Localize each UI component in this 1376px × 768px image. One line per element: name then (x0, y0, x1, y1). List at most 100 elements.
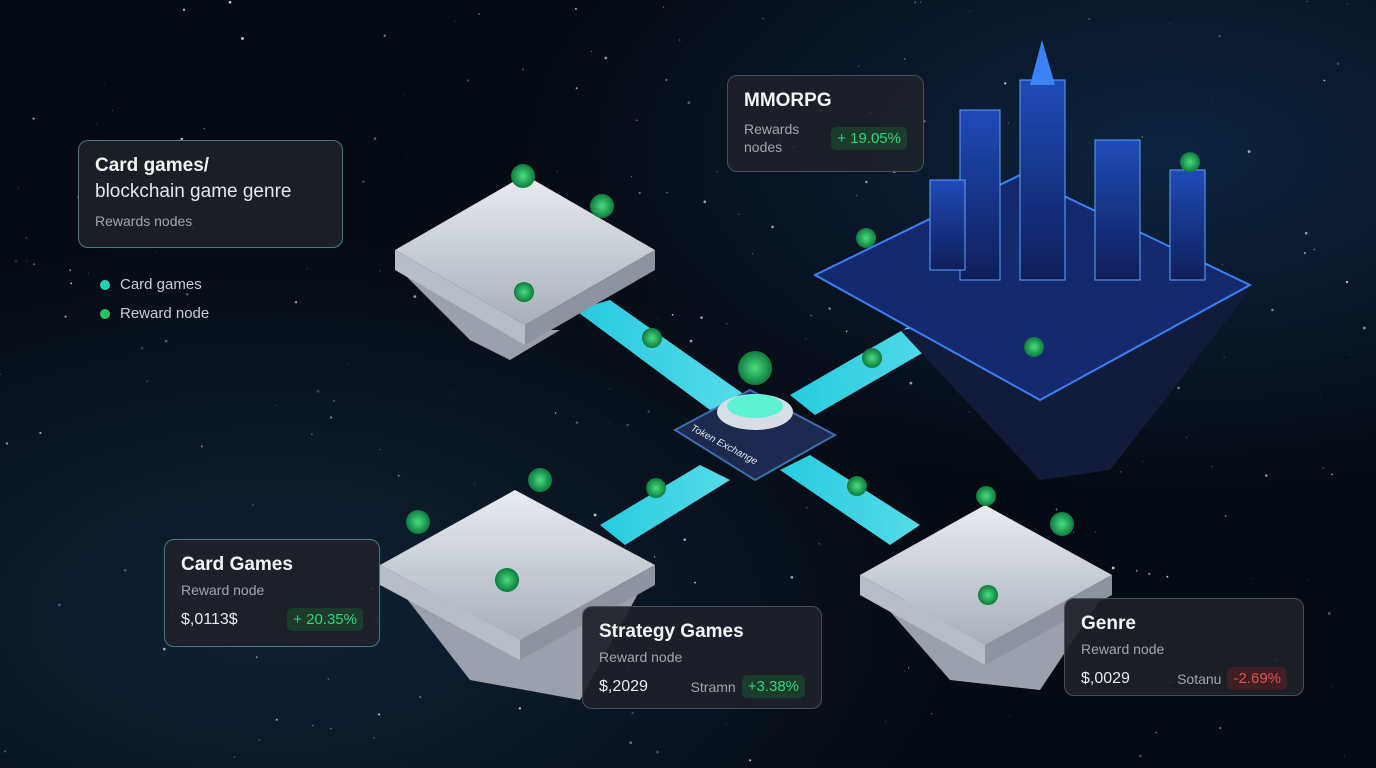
star (554, 412, 557, 414)
mmorpg-change-badge: + 19.05% (831, 126, 907, 150)
star (203, 127, 205, 130)
star (689, 339, 693, 343)
star (968, 411, 970, 413)
star (362, 180, 365, 183)
star (1340, 136, 1342, 137)
legend-label: Card games (120, 276, 202, 293)
star (1343, 754, 1346, 757)
star (466, 79, 469, 82)
star (180, 137, 184, 141)
star (57, 603, 61, 607)
star (1007, 122, 1009, 124)
star (884, 720, 886, 722)
star (310, 433, 313, 436)
card-games-subtitle: Reward node (181, 582, 265, 598)
star (518, 707, 522, 710)
card-games-change-badge: + 20.35% (287, 608, 363, 631)
star (5, 442, 9, 445)
star (1349, 354, 1351, 356)
legend: Card games Reward node (100, 276, 209, 334)
reward-node-icon (976, 486, 996, 506)
genre-tag: Sotanu (1177, 670, 1222, 687)
star (140, 347, 144, 350)
star (18, 187, 19, 189)
star (402, 94, 404, 96)
green-dot-icon (100, 308, 110, 319)
star (818, 542, 821, 545)
star (124, 569, 127, 572)
star (630, 176, 633, 178)
star (914, 1, 917, 4)
star (1303, 251, 1307, 255)
star (1327, 611, 1331, 615)
star (806, 506, 808, 509)
star (1304, 231, 1308, 235)
star (327, 678, 330, 680)
star (1141, 136, 1144, 138)
star (228, 0, 232, 4)
star (839, 294, 840, 296)
star (39, 431, 42, 435)
strategy-tag: Stramn (690, 678, 736, 695)
star (316, 389, 320, 393)
star (665, 79, 668, 81)
star (1322, 467, 1324, 469)
star (1247, 150, 1251, 153)
star (26, 260, 28, 262)
star (1307, 580, 1308, 582)
star (1119, 470, 1122, 473)
star (1218, 35, 1221, 38)
reward-node-icon (738, 351, 772, 385)
star (647, 410, 650, 413)
star (450, 391, 452, 393)
star (419, 696, 422, 699)
star (1094, 531, 1096, 533)
star (609, 421, 611, 423)
star (1323, 79, 1326, 82)
star (1362, 326, 1366, 330)
star (1211, 466, 1213, 468)
star (857, 65, 860, 68)
star (96, 123, 98, 125)
star (332, 399, 335, 402)
star (522, 68, 525, 71)
star (903, 57, 906, 60)
star (679, 39, 681, 41)
star (626, 423, 630, 427)
reward-node-icon (514, 282, 534, 302)
star (379, 270, 381, 272)
legend-item-reward-node: Reward node (100, 305, 209, 322)
star (726, 323, 728, 325)
legend-label: Reward node (120, 305, 210, 322)
star (275, 718, 278, 721)
star (1337, 218, 1339, 220)
star (1088, 17, 1091, 20)
star (312, 724, 314, 727)
star (930, 713, 932, 715)
star (855, 194, 858, 197)
star (591, 51, 593, 53)
mmorpg-subtitle-2: nodes (744, 139, 783, 155)
star (64, 315, 67, 318)
star (294, 301, 298, 304)
star (373, 137, 377, 140)
star (413, 295, 417, 299)
star (573, 415, 575, 417)
header-card: Card games/ blockchain game genre Reward… (78, 140, 343, 248)
star (726, 723, 728, 725)
star (182, 8, 186, 11)
reward-node-icon (590, 194, 614, 218)
star (653, 556, 656, 558)
star (154, 251, 156, 253)
star (330, 728, 332, 730)
star (14, 260, 18, 263)
star (1009, 715, 1010, 716)
star (556, 170, 558, 173)
star (231, 28, 233, 30)
star (687, 101, 691, 105)
reward-node-icon (495, 568, 519, 592)
star (104, 83, 106, 85)
star (233, 756, 236, 758)
